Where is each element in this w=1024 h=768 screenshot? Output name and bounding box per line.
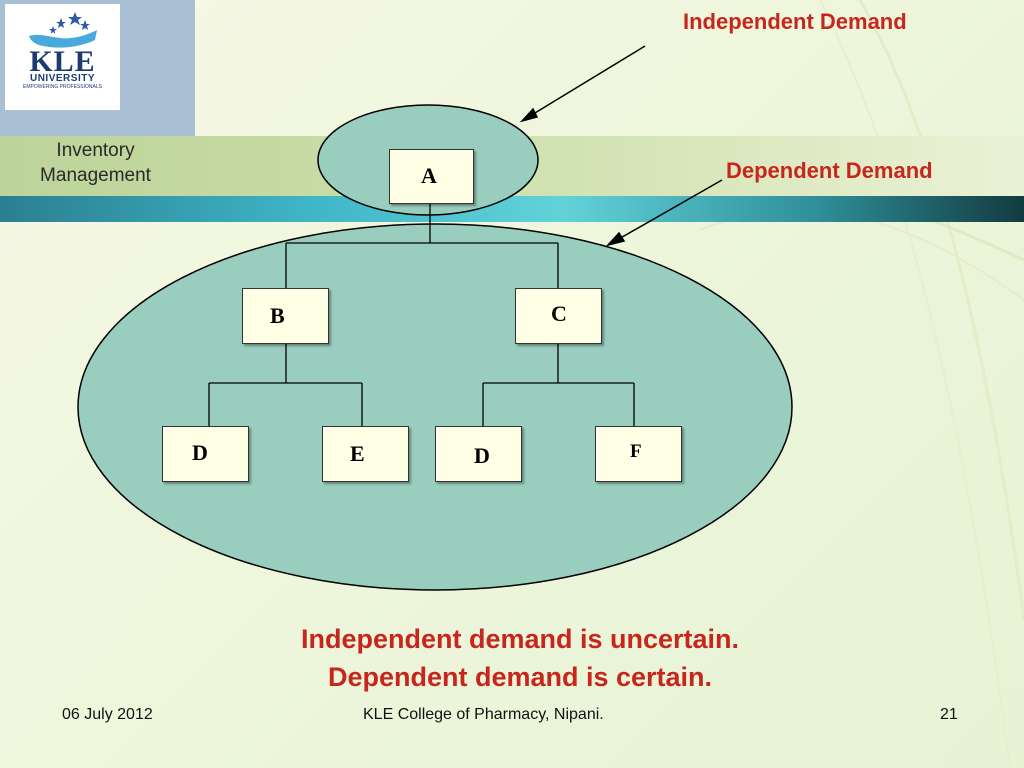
- node-d-left: D: [162, 426, 249, 482]
- node-f-label: F: [630, 441, 642, 462]
- footer-date: 06 July 2012: [62, 706, 153, 723]
- tree-connectors: [208, 203, 635, 426]
- node-e-label: E: [350, 441, 365, 466]
- pointer-arrows: [519, 45, 723, 247]
- node-b: B: [242, 288, 329, 344]
- node-d-right: D: [435, 426, 522, 482]
- node-c-label: C: [551, 301, 567, 326]
- node-e: E: [322, 426, 409, 482]
- logo-tagline: EMPOWERING PROFESSIONALS: [23, 84, 102, 90]
- logo-subtitle: UNIVERSITY: [29, 73, 95, 84]
- node-a-label: A: [421, 163, 437, 188]
- section-title-line-2: Management: [40, 165, 151, 186]
- kle-logo: KLE UNIVERSITY EMPOWERING PROFESSIONALS: [5, 4, 120, 110]
- dependent-demand-label: Dependent Demand: [726, 158, 933, 183]
- node-d-right-label: D: [474, 443, 490, 468]
- caption-line-2: Dependent demand is certain.: [327, 662, 713, 692]
- header-teal-band: [0, 196, 1024, 222]
- node-b-label: B: [270, 303, 285, 328]
- dependent-ellipse: [77, 223, 793, 591]
- footer-college: KLE College of Pharmacy, Nipani.: [363, 706, 604, 723]
- independent-demand-label: Independent Demand: [683, 9, 907, 34]
- logo-name: KLE: [29, 45, 96, 78]
- node-f: F: [595, 426, 682, 482]
- section-title-line-1: Inventory: [56, 140, 135, 161]
- hand-stars-icon: [28, 12, 97, 48]
- section-title: Inventory Management: [8, 138, 183, 188]
- footer-page-number: 21: [940, 706, 958, 723]
- node-c: C: [515, 288, 602, 344]
- summary-caption: Independent demand is uncertain. Depende…: [200, 620, 840, 696]
- node-d-left-label: D: [192, 440, 208, 465]
- node-a: A: [389, 149, 474, 204]
- caption-line-1: Independent demand is uncertain.: [300, 624, 740, 654]
